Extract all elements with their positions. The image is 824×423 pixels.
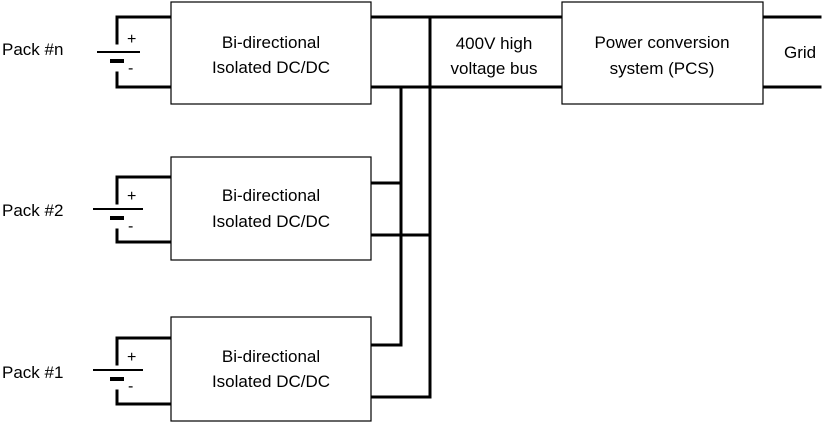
converter-box bbox=[170, 316, 372, 422]
converter-line1: Bi-directional bbox=[222, 186, 320, 205]
converter-line2: Isolated DC/DC bbox=[212, 58, 330, 77]
battery-plus-sign: + bbox=[127, 349, 136, 366]
pack-1: Pack #1 + - bbox=[2, 336, 173, 406]
converter-box bbox=[170, 1, 372, 105]
battery-short-plate bbox=[110, 59, 124, 63]
bus-label: 400V high voltage bus bbox=[451, 34, 538, 78]
converter-line2: Isolated DC/DC bbox=[212, 212, 330, 231]
pcs: Power conversion system (PCS) bbox=[561, 1, 764, 105]
bus-label-line2: voltage bus bbox=[451, 59, 538, 78]
battery-plus-sign: + bbox=[127, 31, 136, 48]
bus-wires bbox=[369, 15, 822, 399]
pack-label: Pack #n bbox=[2, 40, 63, 59]
converter-line2: Isolated DC/DC bbox=[212, 372, 330, 391]
converter-2: Bi-directional Isolated DC/DC bbox=[170, 156, 372, 261]
converter-1: Bi-directional Isolated DC/DC bbox=[170, 316, 372, 422]
battery-short-plate bbox=[110, 216, 124, 220]
pack-loop-wire bbox=[115, 15, 173, 89]
converter-line1: Bi-directional bbox=[222, 347, 320, 366]
battery-minus-sign: - bbox=[128, 218, 133, 235]
grid-label: Grid bbox=[784, 43, 816, 62]
pcs-line1: Power conversion bbox=[594, 33, 729, 52]
pack-n: Pack #n + - bbox=[2, 15, 173, 89]
converter-line1: Bi-directional bbox=[222, 33, 320, 52]
converter-n: Bi-directional Isolated DC/DC bbox=[170, 1, 372, 105]
pcs-box bbox=[561, 1, 764, 105]
pack-loop-wire bbox=[115, 175, 173, 244]
pcs-line2: system (PCS) bbox=[610, 59, 715, 78]
battery-minus-sign: - bbox=[128, 60, 133, 77]
pack-label: Pack #1 bbox=[2, 363, 63, 382]
battery-short-plate bbox=[110, 377, 124, 381]
converter-box bbox=[170, 156, 372, 261]
pack-loop-wire bbox=[115, 336, 173, 406]
pack-label: Pack #2 bbox=[2, 201, 63, 220]
battery-plus-sign: + bbox=[127, 188, 136, 205]
bus-label-line1: 400V high bbox=[456, 34, 533, 53]
pack-2: Pack #2 + - bbox=[2, 175, 173, 244]
battery-minus-sign: - bbox=[128, 378, 133, 395]
